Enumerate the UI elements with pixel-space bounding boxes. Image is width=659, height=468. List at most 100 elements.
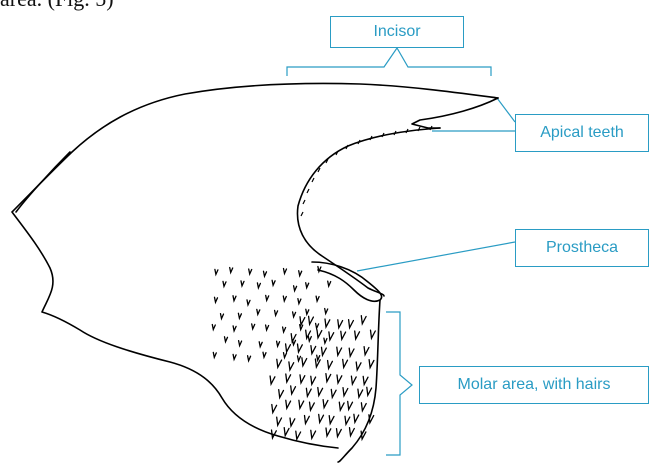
hair	[247, 300, 250, 305]
hair	[241, 281, 244, 286]
hair	[284, 353, 287, 358]
hair	[270, 376, 275, 384]
hair	[259, 342, 262, 347]
apical-teeth-connector	[497, 98, 515, 122]
hair	[355, 331, 360, 339]
hair	[371, 330, 376, 338]
hair	[266, 295, 269, 300]
hair	[369, 415, 374, 423]
hair	[212, 325, 215, 330]
hair	[230, 268, 233, 273]
hair	[306, 309, 309, 314]
hair	[311, 430, 316, 438]
mandible-outline	[12, 83, 498, 462]
apical-teeth	[412, 98, 498, 128]
hair	[284, 428, 289, 436]
lower-lobe	[16, 152, 70, 212]
hair	[291, 386, 296, 394]
hair	[338, 320, 343, 328]
hair	[289, 362, 294, 370]
hair	[296, 431, 301, 439]
hair	[361, 316, 366, 324]
incisor-label: Incisor	[330, 16, 464, 48]
hair	[233, 296, 236, 301]
hair	[272, 405, 277, 413]
hair	[248, 356, 251, 361]
apical-teeth-label: Apical teeth	[515, 114, 649, 152]
hair	[358, 389, 363, 397]
hair	[308, 336, 311, 341]
hair	[325, 319, 330, 327]
hair	[348, 401, 353, 409]
hair	[283, 327, 286, 332]
hair	[351, 376, 356, 384]
hair	[279, 390, 284, 398]
hair	[364, 347, 369, 355]
hair	[293, 312, 296, 317]
hair	[223, 281, 226, 286]
hair	[264, 271, 267, 276]
hair	[302, 358, 307, 366]
prostheca-label: Prostheca	[515, 229, 649, 267]
hair	[324, 338, 327, 343]
molar-area-label: Molar area, with hairs	[419, 366, 649, 404]
hair	[252, 324, 255, 329]
hair	[263, 352, 266, 357]
hair	[300, 375, 305, 383]
hair	[257, 309, 260, 314]
hair	[299, 271, 302, 276]
hair	[225, 337, 228, 342]
hair	[266, 325, 269, 330]
hair	[283, 296, 286, 301]
hair	[337, 429, 342, 437]
hair	[272, 430, 277, 438]
hair	[238, 313, 241, 318]
hair	[325, 309, 328, 314]
hair	[298, 356, 301, 361]
hair	[318, 388, 323, 396]
hair	[300, 317, 305, 325]
hair	[369, 360, 374, 368]
hair	[215, 269, 218, 274]
hair	[317, 330, 322, 338]
serration	[301, 212, 303, 216]
hair	[354, 414, 359, 422]
hair	[213, 352, 216, 357]
hair	[363, 376, 368, 384]
hair	[331, 389, 336, 397]
hair	[272, 280, 275, 285]
hair	[305, 416, 310, 424]
molar-bracket	[386, 312, 412, 455]
hair	[286, 374, 291, 382]
hair	[221, 314, 224, 319]
hair	[326, 374, 331, 382]
hair	[311, 346, 316, 354]
hair	[316, 323, 319, 328]
hair	[322, 347, 327, 355]
hair	[323, 400, 328, 408]
hair	[311, 376, 316, 384]
hair	[286, 344, 291, 352]
hair	[294, 286, 297, 291]
hair	[341, 331, 346, 339]
hair	[343, 388, 348, 396]
hair	[298, 344, 303, 352]
hair	[233, 326, 236, 331]
hair	[326, 428, 331, 436]
hair	[309, 316, 314, 324]
hair	[284, 269, 287, 274]
hair	[310, 402, 315, 410]
hair	[337, 375, 342, 383]
hair	[275, 310, 278, 315]
hair	[356, 362, 361, 370]
hair	[350, 428, 355, 436]
hair	[339, 402, 344, 410]
hair	[298, 299, 301, 304]
hair	[277, 341, 280, 346]
serration	[312, 178, 314, 182]
hair	[299, 400, 304, 408]
serration	[307, 189, 309, 193]
hair	[328, 361, 333, 369]
hair	[349, 348, 354, 356]
hair	[328, 281, 331, 286]
